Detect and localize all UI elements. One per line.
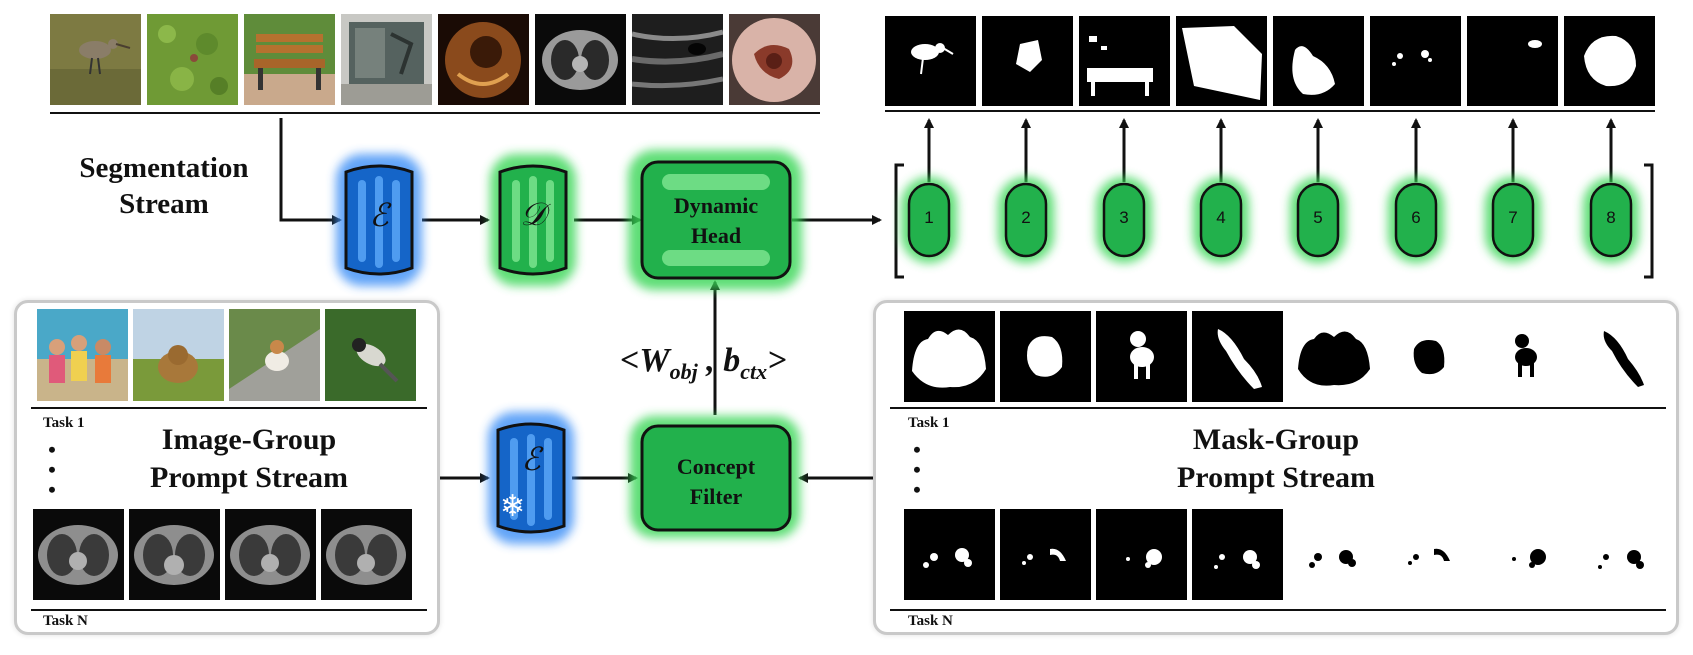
image-bird-on-sand (50, 14, 141, 105)
mask-ct-silhouette-4 (1576, 509, 1667, 600)
mask-bird-branch (1192, 311, 1283, 402)
mask-lung-spots (1370, 16, 1461, 106)
mask-ct-2 (1000, 509, 1091, 600)
mask-bird-branch-silhouette (1576, 311, 1667, 402)
token-up-arrows (924, 118, 1616, 182)
mask-group-task-first: Task 1 (908, 415, 950, 431)
seg-output-divider (885, 110, 1655, 112)
mask-ct-1 (904, 509, 995, 600)
image-group-dot: • (48, 457, 56, 482)
token-label: 8 (1606, 208, 1616, 227)
token-label: 6 (1411, 208, 1421, 227)
mask-blob (982, 16, 1073, 106)
mask-group-top-divider (890, 407, 1666, 409)
dynamic-head-block (628, 150, 802, 290)
mask-bird (885, 16, 976, 106)
image-children-pool (37, 309, 128, 401)
mask-ct-silhouette-2 (1384, 509, 1475, 600)
mask-dog-walk (1096, 311, 1187, 402)
image-lung-ct (535, 14, 626, 105)
mask-ct-4 (1192, 509, 1283, 600)
seg-input-divider (50, 112, 820, 114)
mask-small-spot (1467, 16, 1558, 106)
token-label: 4 (1216, 208, 1226, 227)
image-group-panel: Task 1 • • • Image-Group Prompt Stream T… (14, 300, 440, 635)
mask-group-dot: • (913, 457, 921, 482)
image-park-bench (244, 14, 335, 105)
frozen-encoder-symbol: ℰ (521, 441, 541, 477)
mask-group-dot: • (913, 477, 921, 502)
mask-group-title: Mask-Group Prompt Stream (1176, 423, 1376, 494)
right-bracket (1644, 163, 1654, 279)
concept-filter-label: Concept Filter (676, 454, 756, 509)
mask-dog-grass-silhouette (1384, 311, 1475, 402)
mask-group-task-last: Task N (908, 613, 953, 629)
image-group-top-divider (31, 407, 427, 409)
mask-group-panel: Task 1 • • • Mask-Group Prompt Stream Ta… (873, 300, 1679, 635)
token-label: 5 (1313, 208, 1323, 227)
decoder-block (490, 154, 576, 286)
token-label: 2 (1021, 208, 1031, 227)
mask-polyp (1273, 16, 1364, 106)
image-group-title: Image-Group Prompt Stream (149, 423, 349, 494)
image-group-task-first: Task 1 (43, 415, 85, 431)
image-ct-1 (33, 509, 124, 600)
token-capsules (901, 177, 1639, 263)
token-label: 7 (1508, 208, 1518, 227)
mask-ct-silhouette-3 (1480, 509, 1571, 600)
mask-ct-3 (1096, 509, 1187, 600)
image-group-dot: • (48, 477, 56, 502)
mask-window (1176, 16, 1267, 106)
image-ultrasound (632, 14, 723, 105)
image-group-bottom-divider (31, 609, 427, 611)
mask-bench (1079, 16, 1170, 106)
image-group-dot: • (48, 437, 56, 462)
image-dog-walk (229, 309, 320, 401)
mask-group-dot: • (913, 437, 921, 462)
mask-dog-grass (1000, 311, 1091, 402)
image-ct-4 (321, 509, 412, 600)
image-grass-field (147, 14, 238, 105)
left-bracket (894, 163, 904, 279)
mask-children-silhouette (1288, 311, 1379, 402)
segmentation-stream-title: Segmentation Stream (79, 152, 249, 221)
token-label: 3 (1119, 208, 1129, 227)
mask-group-bottom-divider (890, 609, 1666, 611)
mask-children (904, 311, 995, 402)
mask-ct-silhouette-1 (1288, 509, 1379, 600)
dynamic-head-label: Dynamic Head (673, 193, 759, 248)
image-bird-branch (325, 309, 416, 401)
image-endoscopy (438, 14, 529, 105)
frozen-encoder-block (488, 412, 574, 544)
encoder-block (336, 154, 422, 286)
image-ct-3 (225, 509, 316, 600)
seg-input-arrow (279, 118, 342, 225)
image-ct-2 (129, 509, 220, 600)
decoder-symbol: 𝒟 (520, 196, 546, 232)
token-label: 1 (924, 208, 934, 227)
image-dog-grass (133, 309, 224, 401)
mask-dog-walk-silhouette (1480, 311, 1571, 402)
image-skin-lesion (729, 14, 820, 105)
concept-filter-block (630, 416, 800, 538)
snowflake-icon: ❄ (500, 490, 526, 523)
mask-lesion (1564, 16, 1655, 106)
image-car-window (341, 14, 432, 105)
weights-formula: <Wobj , bctx> (620, 342, 787, 384)
encoder-symbol: ℰ (369, 197, 389, 233)
image-group-task-last: Task N (43, 613, 88, 629)
